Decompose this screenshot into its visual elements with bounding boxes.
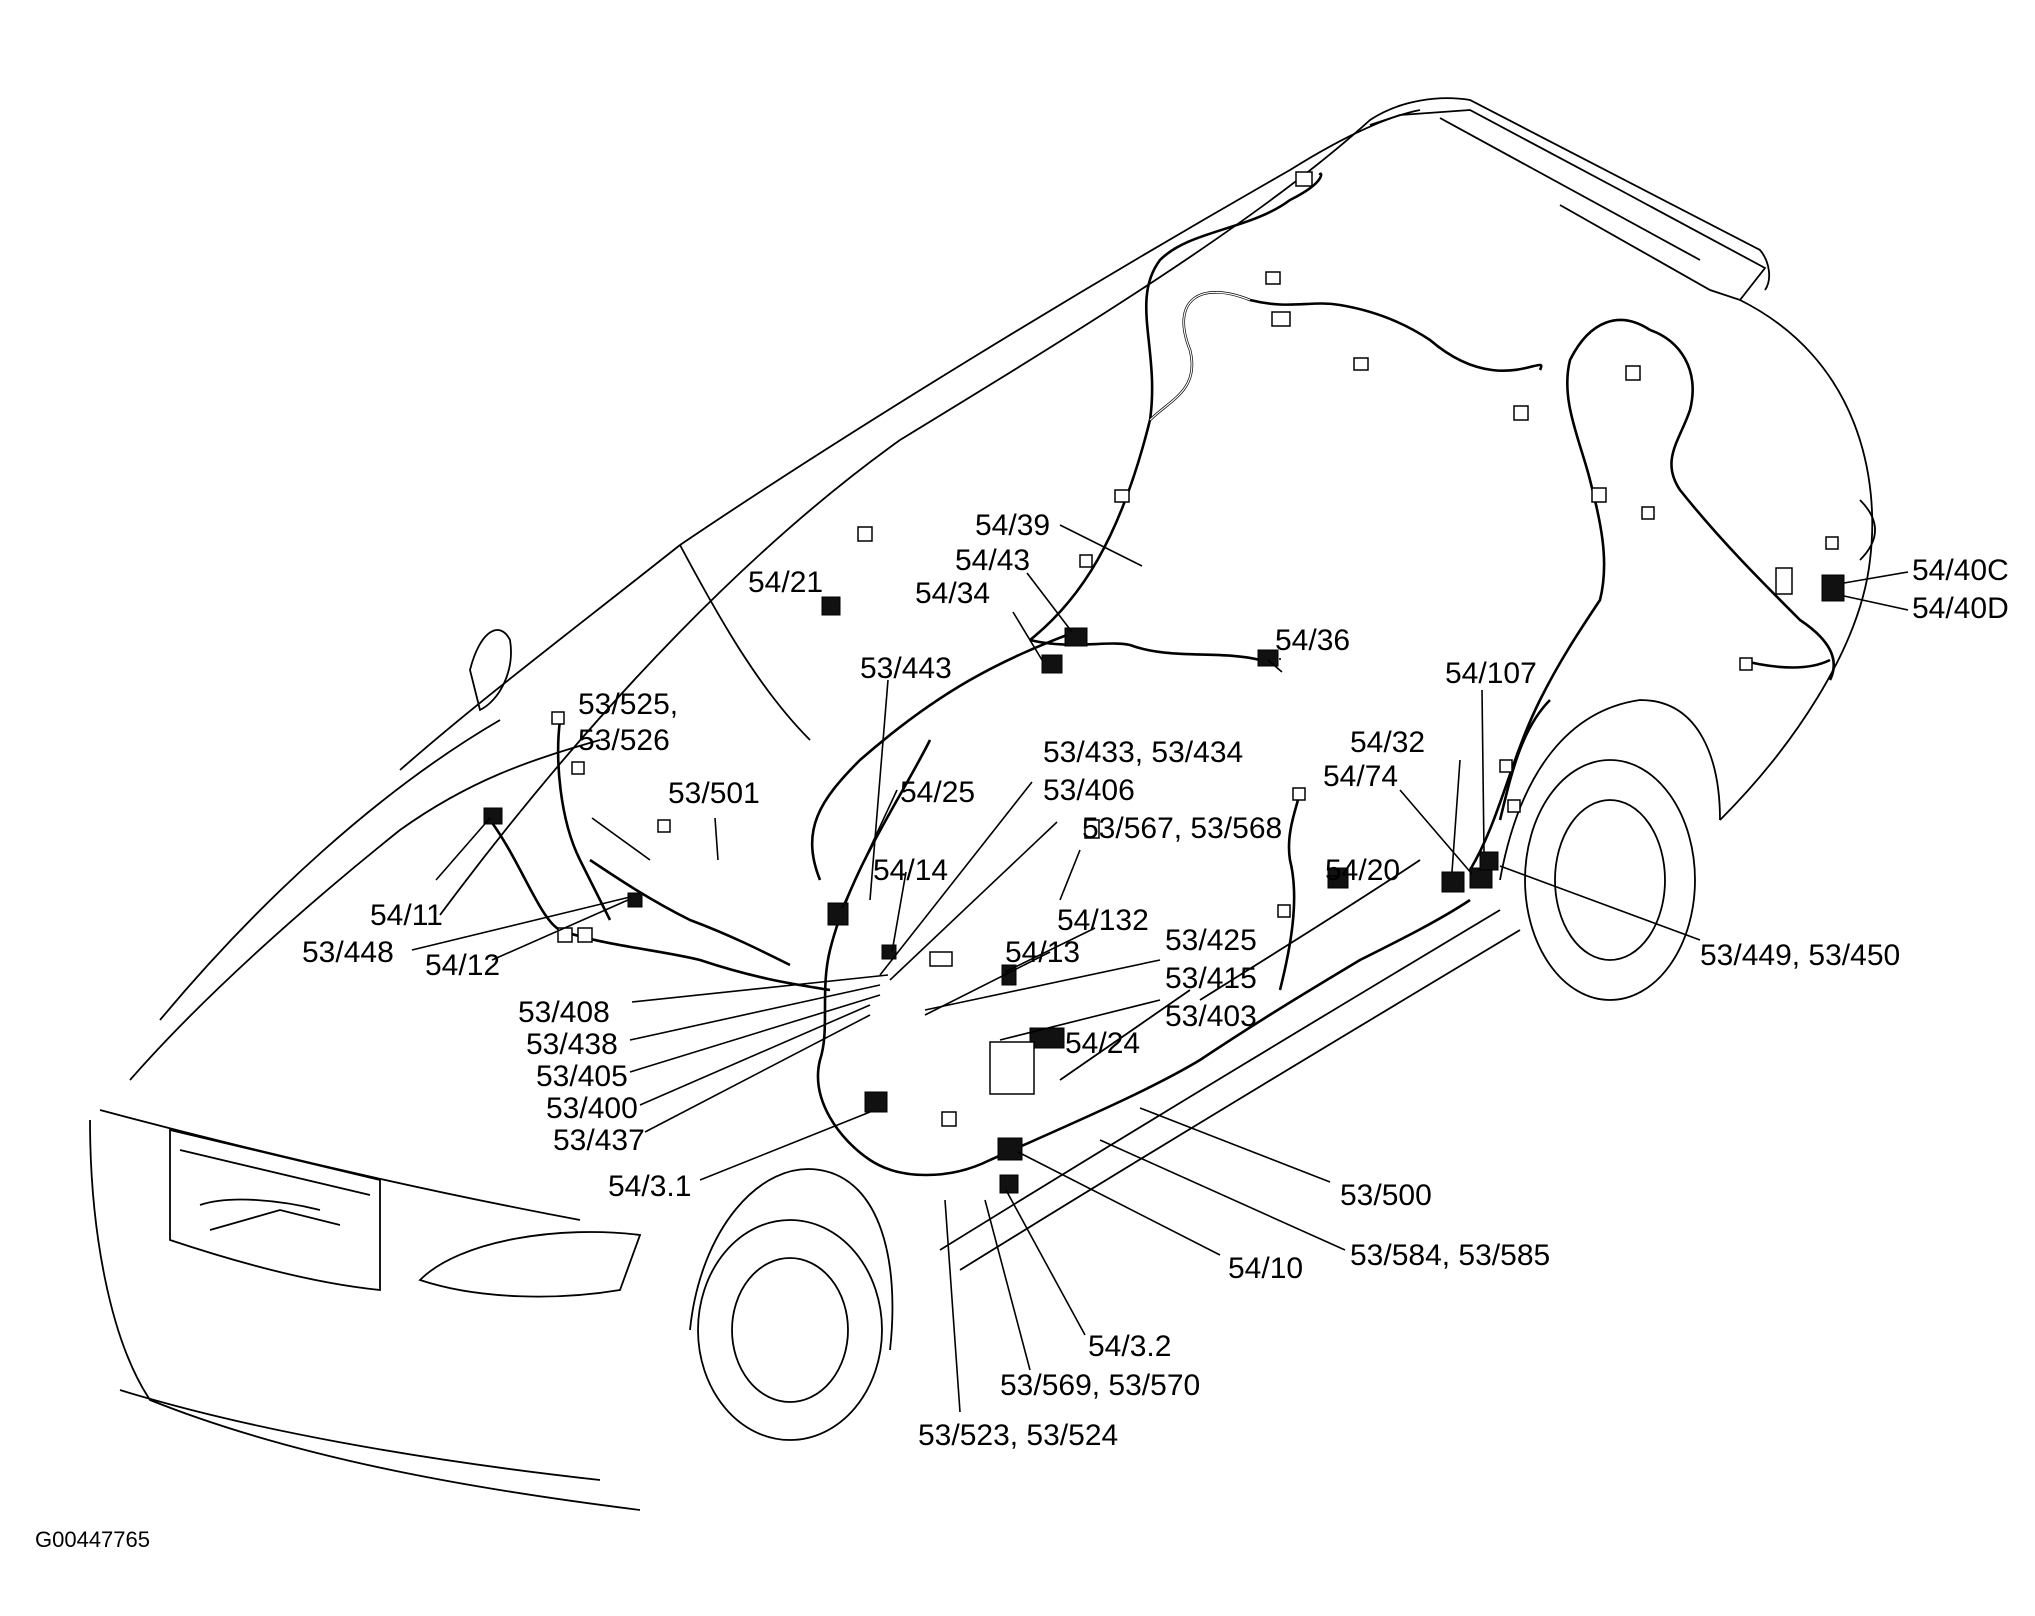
label-53-425: 53/425 — [1165, 924, 1257, 957]
label-53-501: 53/501 — [668, 777, 760, 810]
label-54-20: 54/20 — [1325, 854, 1400, 887]
car-body-outline — [89, 97, 1876, 1511]
label-53-406: 53/406 — [1043, 774, 1135, 807]
label-54-3-1: 54/3.1 — [608, 1170, 691, 1203]
label-54-107: 54/107 — [1445, 657, 1537, 690]
label-54-43: 54/43 — [955, 544, 1030, 577]
label-53-448: 53/448 — [302, 936, 394, 969]
label-53-584-585: 53/584, 53/585 — [1350, 1239, 1550, 1272]
label-54-36: 54/36 — [1275, 624, 1350, 657]
label-53-569-570: 53/569, 53/570 — [1000, 1369, 1200, 1402]
label-54-11: 54/11 — [370, 899, 443, 932]
label-54-40d: 54/40D — [1912, 592, 2009, 625]
label-53-437: 53/437 — [553, 1124, 645, 1157]
wiring-harnesses — [488, 172, 1836, 1177]
label-54-13: 54/13 — [1005, 936, 1080, 969]
label-54-21: 54/21 — [748, 566, 823, 599]
label-53-415: 53/415 — [1165, 962, 1257, 995]
label-53-405: 53/405 — [536, 1060, 628, 1093]
label-54-132: 54/132 — [1057, 904, 1149, 937]
label-54-39: 54/39 — [975, 509, 1050, 542]
label-54-74: 54/74 — [1323, 760, 1398, 793]
label-54-14: 54/14 — [873, 854, 948, 887]
label-53-408: 53/408 — [518, 996, 610, 1029]
label-53-443: 53/443 — [860, 652, 952, 685]
label-53-400: 53/400 — [546, 1092, 638, 1125]
connectors — [483, 171, 1845, 1194]
label-53-433-434: 53/433, 53/434 — [1043, 736, 1243, 769]
label-54-40c: 54/40C — [1912, 554, 2009, 587]
label-53-567-568: 53/567, 53/568 — [1082, 812, 1282, 845]
label-54-24: 54/24 — [1065, 1027, 1140, 1060]
label-54-10: 54/10 — [1228, 1252, 1303, 1285]
label-54-34: 54/34 — [915, 577, 990, 610]
label-53-438: 53/438 — [526, 1028, 618, 1061]
leader-lines — [411, 524, 1909, 1413]
label-53-449-450: 53/449, 53/450 — [1700, 939, 1900, 972]
component-labels: 54/11 53/448 54/12 53/525, 53/526 53/501… — [35, 509, 2009, 1552]
label-53-525: 53/525, — [578, 688, 678, 721]
label-53-500: 53/500 — [1340, 1179, 1432, 1212]
label-54-12: 54/12 — [425, 949, 500, 982]
label-54-32: 54/32 — [1350, 726, 1425, 759]
label-53-523-524: 53/523, 53/524 — [918, 1419, 1118, 1452]
label-53-403: 53/403 — [1165, 1000, 1257, 1033]
label-53-526: 53/526 — [578, 724, 670, 757]
figure-id: G00447765 — [35, 1527, 150, 1552]
label-54-3-2: 54/3.2 — [1088, 1330, 1171, 1363]
label-54-25: 54/25 — [900, 776, 975, 809]
